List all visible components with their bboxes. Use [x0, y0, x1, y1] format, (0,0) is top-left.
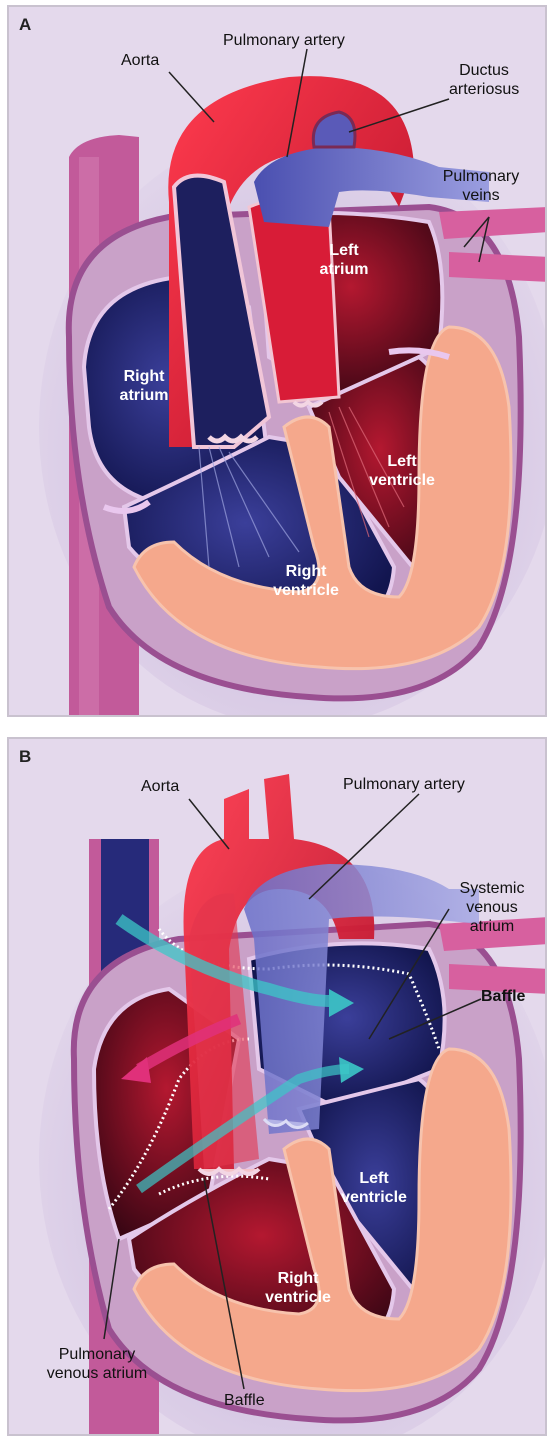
panel-b-letter: B: [19, 747, 31, 767]
label-baffle-bottom: Baffle: [224, 1391, 265, 1410]
pulmonary-vein-upper: [439, 207, 545, 239]
label-pulmonary-veins: Pulmonary veins: [436, 167, 526, 205]
label-pulmonary-venous-atrium: Pulmonary venous atrium: [27, 1345, 167, 1383]
heart-diagram-atrial-switch: [9, 739, 545, 1434]
label-left-atrium: Left atrium: [314, 241, 374, 279]
heart-diagram-normal: [9, 7, 545, 715]
label-systemic-venous-atrium: Systemic venous atrium: [447, 879, 537, 936]
label-pulmonary-artery: Pulmonary artery: [223, 31, 345, 50]
label-aorta: Aorta: [141, 777, 179, 796]
label-ductus-arteriosus: Ductus arteriosus: [449, 61, 519, 99]
label-aorta: Aorta: [121, 51, 159, 70]
label-right-ventricle: Right ventricle: [261, 562, 351, 600]
pulmonary-vein-lower: [449, 252, 545, 282]
label-right-atrium: Right atrium: [109, 367, 179, 405]
panel-a: A Aorta Pulmonary artery Ductus arterios…: [7, 5, 547, 717]
label-baffle-right: Baffle: [481, 987, 525, 1006]
label-pulmonary-artery: Pulmonary artery: [343, 775, 465, 794]
label-left-ventricle: Left ventricle: [329, 1169, 419, 1207]
panel-a-letter: A: [19, 15, 31, 35]
panel-b: B Aorta Pulmonary artery Systemic venous…: [7, 737, 547, 1436]
label-right-ventricle: Right ventricle: [253, 1269, 343, 1307]
label-left-ventricle: Left ventricle: [357, 452, 447, 490]
